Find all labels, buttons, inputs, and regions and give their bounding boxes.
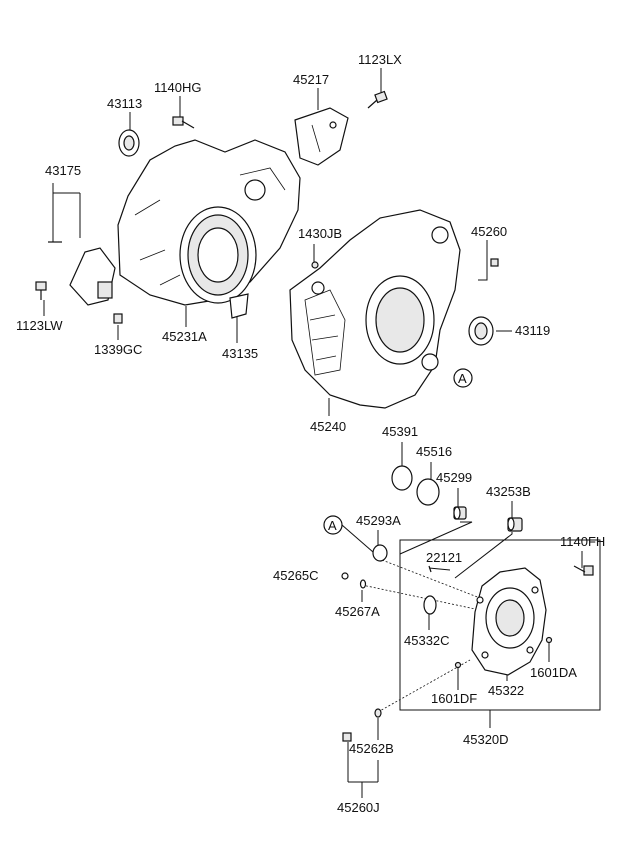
label-43175: 43175	[45, 163, 81, 178]
label-45516: 45516	[416, 444, 452, 459]
pin-22121	[428, 565, 432, 573]
label-45322: 45322	[488, 683, 524, 698]
callout-a-case: A	[453, 368, 473, 388]
oring-45332C	[423, 595, 437, 615]
bracket-45217	[294, 107, 349, 166]
pin-1601DF	[454, 661, 462, 669]
oring-45265C	[341, 572, 349, 580]
label-45217: 45217	[293, 72, 329, 87]
bushing-45299	[453, 506, 467, 520]
converter-housing-45231A	[117, 139, 301, 306]
label-1430JB: 1430JB	[298, 226, 342, 241]
bolt-1123LX	[367, 90, 388, 109]
label-45240: 45240	[310, 419, 346, 434]
label-1123LX: 1123LX	[358, 52, 402, 67]
label-1123LW: 1123LW	[16, 318, 63, 333]
plug-45262B	[374, 708, 382, 718]
seal-43119	[468, 316, 494, 346]
oring-45391	[391, 465, 413, 491]
oring-45267A	[359, 579, 367, 589]
oring-45516	[416, 478, 440, 506]
label-45231A: 45231A	[162, 329, 207, 344]
nut-1339GC	[113, 313, 123, 324]
callout-a-cover: A	[323, 515, 343, 535]
label-45265C: 45265C	[273, 568, 319, 583]
label-43119: 43119	[515, 323, 550, 338]
bolt-1123LW	[35, 281, 47, 300]
label-43135: 43135	[222, 346, 258, 361]
label-43113: 43113	[107, 96, 142, 111]
label-45299: 45299	[436, 470, 472, 485]
label-1601DA: 1601DA	[530, 665, 577, 680]
label-1339GC: 1339GC	[94, 342, 142, 357]
leader-lines	[43, 68, 583, 798]
label-45332C: 45332C	[404, 633, 450, 648]
transaxle-case-45240	[289, 209, 461, 409]
label-45320D: 45320D	[463, 732, 509, 747]
plug-1430JB	[311, 261, 319, 269]
label-1140FH: 1140FH	[560, 534, 605, 549]
bushing-43253B	[507, 517, 523, 532]
svg-text:A: A	[328, 518, 337, 533]
bolt-1140FH	[573, 565, 594, 576]
cover-43135	[229, 293, 249, 319]
label-1140HG: 1140HG	[154, 80, 201, 95]
pin-1601DA	[545, 636, 553, 644]
plate-43175	[48, 241, 116, 306]
label-22121: 22121	[426, 550, 462, 565]
alignment-lines	[361, 559, 481, 713]
svg-text:A: A	[458, 371, 467, 386]
plug-45260J	[342, 732, 352, 742]
bolt-1140HG	[172, 116, 195, 129]
label-1601DF: 1601DF	[431, 691, 477, 706]
seal-43113	[118, 129, 140, 157]
label-43253B: 43253B	[486, 484, 531, 499]
label-45260J: 45260J	[337, 800, 380, 815]
label-45260: 45260	[471, 224, 507, 239]
label-45262B: 45262B	[349, 741, 394, 756]
cover-45322	[471, 567, 547, 676]
cover-assembly-frame	[399, 539, 601, 711]
label-45391: 45391	[382, 424, 418, 439]
label-45267A: 45267A	[335, 604, 380, 619]
label-45293A: 45293A	[356, 513, 401, 528]
oring-45293A	[372, 544, 388, 562]
plug-45260	[490, 258, 499, 267]
